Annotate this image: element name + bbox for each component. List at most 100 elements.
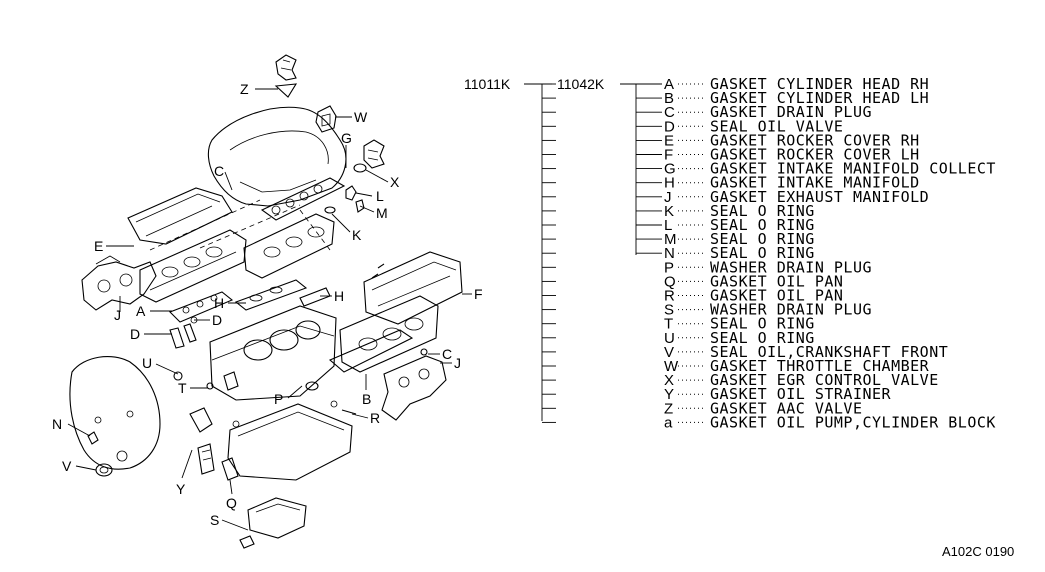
legend-code: G <box>664 161 676 178</box>
legend-description: GASKET INTAKE MANIFOLD COLLECT <box>710 160 996 178</box>
legend-row: U SEAL O RING <box>664 329 815 347</box>
callout-a: A <box>136 303 146 319</box>
callout-r: R <box>370 410 380 426</box>
callout-f: F <box>474 286 483 302</box>
part-s-oil-pan <box>239 497 307 549</box>
part-b-cylinder-head-lh <box>328 295 439 373</box>
legend-description: SEAL O RING <box>710 230 815 248</box>
legend-code: V <box>664 344 674 361</box>
legend-description: GASKET OIL PAN <box>710 272 843 290</box>
callout-t: T <box>178 380 187 396</box>
part-intake-collector <box>207 106 347 207</box>
part-c-j-right <box>381 348 447 421</box>
part-x-egr-valve <box>353 163 367 173</box>
callout-k: K <box>352 227 362 243</box>
callout-q: Q <box>226 495 237 511</box>
engine-gasket-drawing: Z W G C X L M K E J F H H A D D U T C J … <box>52 54 483 549</box>
legend-code: J <box>664 189 672 206</box>
part-front-cover <box>69 356 161 470</box>
legend-description: GASKET EGR CONTROL VALVE <box>710 371 939 389</box>
legend-description: GASKET CYLINDER HEAD RH <box>710 75 929 93</box>
legend-code: L <box>664 217 672 234</box>
legend-row: R GASKET OIL PAN <box>664 287 843 305</box>
callout-e: E <box>94 238 103 254</box>
part-v-crank-seal <box>95 463 113 477</box>
callout-labels: Z W G C X L M K E J F H H A D D U T C J … <box>52 81 483 528</box>
callout-y: Y <box>176 481 186 497</box>
legend-code: B <box>664 90 674 107</box>
legend-description: GASKET ROCKER COVER LH <box>710 146 920 164</box>
legend-code: F <box>664 147 673 164</box>
legend-row: A GASKET CYLINDER HEAD RH <box>664 75 929 93</box>
legend-row: a GASKET OIL PUMP,CYLINDER BLOCK <box>664 413 996 431</box>
callout-c: C <box>214 163 224 179</box>
legend-description: GASKET OIL PUMP,CYLINDER BLOCK <box>710 413 996 431</box>
part-p-washer <box>305 381 319 391</box>
legend-description: WASHER DRAIN PLUG <box>710 258 872 276</box>
legend-description: GASKET THROTTLE CHAMBER <box>710 357 930 375</box>
legend-code: E <box>664 132 674 149</box>
part-w-throttle-chamber <box>315 105 337 133</box>
callout-h-right: H <box>334 288 344 304</box>
legend-row: H GASKET INTAKE MANIFOLD <box>664 174 920 192</box>
legend-description: WASHER DRAIN PLUG <box>710 301 872 319</box>
callout-w: W <box>354 109 368 125</box>
legend-code: C <box>664 104 675 121</box>
part-cylinder-block <box>209 305 337 401</box>
reference-code: A102C 0190 <box>942 544 1014 559</box>
part-d-valve-seals <box>169 316 198 349</box>
legend-code: U <box>664 330 675 347</box>
legend-description: SEAL O RING <box>710 244 815 262</box>
part-g-collector-gasket <box>260 139 385 221</box>
legend-row: V SEAL OIL,CRANKSHAFT FRONT <box>664 343 948 361</box>
callout-c-right: C <box>442 346 452 362</box>
legend-code: a <box>664 414 673 431</box>
part-f-rocker-cover-lh <box>363 251 463 325</box>
callout-n: N <box>52 416 62 432</box>
legend-code: N <box>664 245 675 262</box>
legend-code: H <box>664 175 675 192</box>
legend-description: SEAL OIL VALVE <box>710 117 843 135</box>
part-e-rocker-cover-rh <box>127 187 233 245</box>
legend-description: GASKET OIL STRAINER <box>710 385 892 403</box>
callout-j-left: J <box>114 307 121 323</box>
legend-description: SEAL OIL,CRANKSHAFT FRONT <box>710 343 948 361</box>
part-z-aac-valve <box>274 54 298 98</box>
legend-code: S <box>664 302 674 319</box>
legend-code: Y <box>664 386 674 403</box>
part-j-exhaust-manifold-left <box>81 255 157 311</box>
legend-description: SEAL O RING <box>710 315 815 333</box>
leader-lines <box>67 88 472 531</box>
part-y-oil-strainer <box>189 407 215 475</box>
callout-h-left: H <box>214 295 224 311</box>
legend-description: GASKET INTAKE MANIFOLD <box>710 174 920 192</box>
legend-description: GASKET OIL PAN <box>710 287 843 305</box>
legend-row: N SEAL O RING <box>664 244 815 262</box>
part-a-head-gasket-rh <box>169 279 331 323</box>
legend-code: P <box>664 259 674 276</box>
legend-ticks <box>542 83 662 423</box>
kit-part-number: 11042K <box>557 76 605 92</box>
legend-row: Q GASKET OIL PAN <box>664 272 843 290</box>
part-l-m-orings <box>324 185 365 214</box>
part-r-oil-pan-gasket <box>227 400 357 481</box>
legend-code: R <box>664 288 675 305</box>
callout-m: M <box>376 205 388 221</box>
legend-description: GASKET DRAIN PLUG <box>710 103 872 121</box>
legend-code: Z <box>664 400 673 417</box>
legend-description: GASKET AAC VALVE <box>710 399 863 417</box>
legend-code: X <box>664 372 674 389</box>
legend-description: SEAL O RING <box>710 329 815 347</box>
legend-code: Q <box>664 273 676 290</box>
legend-code: A <box>664 76 674 93</box>
part-q-oil-pan <box>221 420 240 481</box>
